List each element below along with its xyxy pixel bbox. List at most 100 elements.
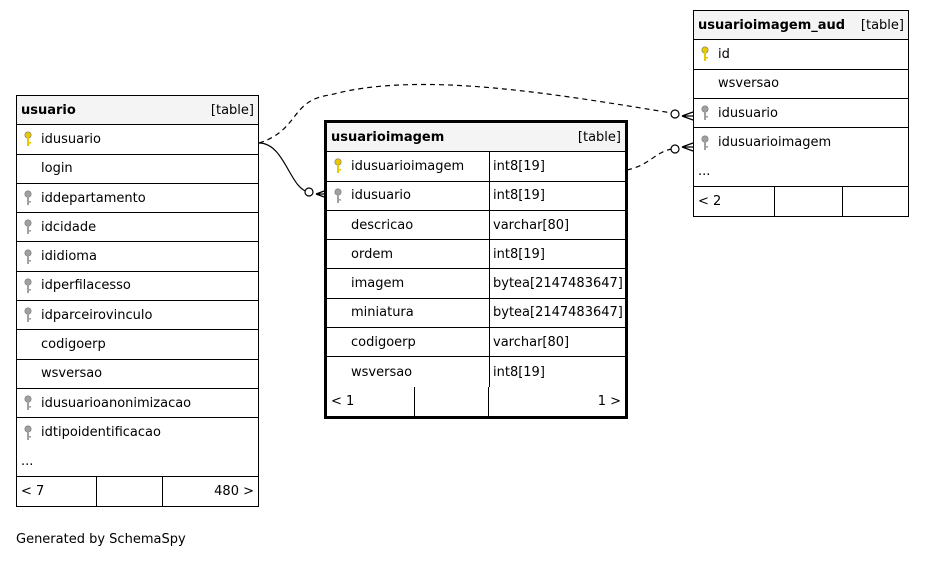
column-name: imagem xyxy=(351,276,405,292)
column-name: descricao xyxy=(351,217,414,233)
column-name: idcidade xyxy=(41,219,97,235)
key-placeholder xyxy=(327,328,349,356)
table-header: usuarioimagem_aud [table] xyxy=(694,11,908,41)
column-row[interactable]: wsversao xyxy=(694,70,908,99)
column-type: bytea[2147483647] xyxy=(489,298,625,328)
column-row[interactable]: wsversao xyxy=(17,360,258,389)
column-row[interactable]: idcidade xyxy=(17,213,258,243)
column-name: codigoerp xyxy=(351,334,416,350)
link-usuario-usuarioimagem-optional-marker xyxy=(304,187,314,197)
table-kind: [table] xyxy=(210,102,254,118)
key-placeholder xyxy=(327,299,349,327)
table-footer: < 1 1 > xyxy=(327,386,625,416)
column-name: idusuario xyxy=(41,131,101,147)
footer-children xyxy=(843,187,908,216)
column-row[interactable]: id xyxy=(694,40,908,70)
column-type: varchar[80] xyxy=(489,328,625,357)
key-placeholder xyxy=(694,70,716,98)
primary-key-icon xyxy=(17,125,39,153)
column-name: idusuarioanonimizacao xyxy=(41,395,192,411)
foreign-key-icon xyxy=(17,389,39,417)
column-type: int8[19] xyxy=(489,357,625,387)
footer-children[interactable]: 480 > xyxy=(214,484,254,499)
link-usuario-usuarioimagem-aud xyxy=(258,83,673,144)
column-row[interactable]: idusuario xyxy=(17,125,258,155)
column-type: varchar[80] xyxy=(489,210,625,240)
column-row[interactable]: codigoerp varchar[80] xyxy=(327,328,625,358)
column-name: idusuarioimagem xyxy=(351,158,465,174)
footer-middle xyxy=(775,186,843,217)
column-row[interactable]: descricao varchar[80] xyxy=(327,210,625,241)
column-name: ordem xyxy=(351,246,393,262)
key-placeholder xyxy=(327,240,349,268)
footer-middle xyxy=(97,476,163,507)
foreign-key-icon xyxy=(17,213,39,241)
table-usuarioimagem-aud[interactable]: usuarioimagem_aud [table] id wsversao idus… xyxy=(693,10,909,218)
column-row[interactable]: iddepartamento xyxy=(17,184,258,214)
column-row[interactable]: idperfilacesso xyxy=(17,272,258,302)
column-row[interactable]: codigoerp xyxy=(17,330,258,360)
column-row[interactable]: idusuarioanonimizacao xyxy=(17,389,258,419)
key-placeholder xyxy=(17,155,39,183)
column-row[interactable]: idusuarioimagem xyxy=(694,128,908,157)
foreign-key-icon xyxy=(17,418,39,447)
foreign-key-icon xyxy=(694,128,716,157)
key-placeholder xyxy=(327,211,349,239)
link-usuario-usuarioimagem-aud-crowfoot xyxy=(681,111,694,121)
ellipsis-row: ... xyxy=(17,448,258,477)
table-usuario[interactable]: usuario [table] idusuario login iddepartam… xyxy=(16,95,259,508)
column-name: idperfilacesso xyxy=(41,278,131,294)
column-row[interactable]: login xyxy=(17,155,258,184)
link-usuario-usuarioimagem-aud-optional-marker xyxy=(670,109,680,119)
column-name: codigoerp xyxy=(41,337,106,353)
key-placeholder xyxy=(17,360,39,388)
foreign-key-icon xyxy=(694,99,716,127)
table-kind: [table] xyxy=(860,17,904,33)
table-header: usuarioimagem [table] xyxy=(327,123,625,153)
table-kind: [table] xyxy=(577,129,621,145)
table-footer: < 2 xyxy=(694,186,908,217)
table-footer: < 7 480 > xyxy=(17,476,258,507)
column-row[interactable]: idusuario xyxy=(694,99,908,129)
link-usuarioimagem-usuarioimagem-aud xyxy=(626,148,673,171)
column-name: miniatura xyxy=(351,305,414,321)
key-placeholder xyxy=(17,330,39,358)
column-name: ididioma xyxy=(41,249,97,265)
link-usuario-usuarioimagem xyxy=(258,142,310,193)
ellipsis-row: ... xyxy=(694,157,908,187)
foreign-key-icon xyxy=(17,272,39,300)
generated-by-text: Generated by SchemaSpy xyxy=(16,532,186,547)
column-name: idtipoidentificacao xyxy=(41,425,161,441)
foreign-key-icon xyxy=(17,184,39,212)
column-row[interactable]: idtipoidentificacao xyxy=(17,418,258,447)
column-type: bytea[2147483647] xyxy=(489,269,625,298)
footer-parents[interactable]: < 1 xyxy=(327,386,415,416)
footer-children[interactable]: 1 > xyxy=(597,393,621,409)
column-name: wsversao xyxy=(41,366,103,382)
column-name: wsversao xyxy=(718,76,780,92)
table-name: usuario xyxy=(21,102,76,118)
column-row[interactable]: ididioma xyxy=(17,242,258,272)
footer-parents[interactable]: < 2 xyxy=(694,186,775,217)
footer-middle xyxy=(415,386,489,416)
column-name: idusuario xyxy=(718,105,778,121)
column-name: idusuarioimagem xyxy=(718,135,832,151)
column-type: int8[19] xyxy=(489,181,625,210)
column-row[interactable]: imagem bytea[2147483647] xyxy=(327,269,625,299)
foreign-key-icon xyxy=(17,301,39,329)
column-row[interactable]: miniatura bytea[2147483647] xyxy=(327,298,625,329)
primary-key-icon xyxy=(327,152,349,180)
column-row[interactable]: idparceirovinculo xyxy=(17,301,258,331)
footer-parents[interactable]: < 7 xyxy=(17,476,97,507)
column-name: login xyxy=(41,161,73,177)
column-name: iddepartamento xyxy=(41,190,146,206)
link-usuarioimagem-usuarioimagem-aud-optional-marker xyxy=(670,144,680,154)
table-header: usuario [table] xyxy=(17,96,258,126)
table-name: usuarioimagem xyxy=(331,129,445,145)
